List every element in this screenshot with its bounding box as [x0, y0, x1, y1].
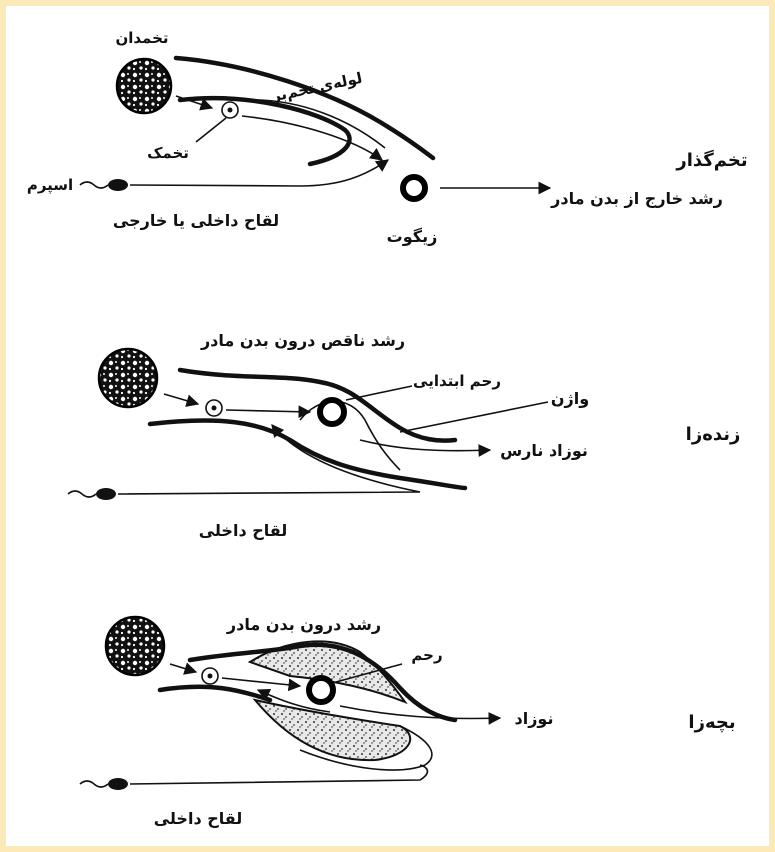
development-label: رشد درون بدن مادر — [226, 615, 381, 634]
offspring-label: نوزاد نارس — [500, 441, 588, 460]
fertilization-label: لقاح داخلی — [199, 521, 288, 540]
ovum-label: تخمک — [147, 144, 189, 162]
panel-oviparous: تخمدان لوله‌ی تخم‌بر تخمک اسپرم لقاح داخ… — [27, 29, 748, 246]
oviduct-upper-wall-icon — [176, 58, 433, 158]
tube-flow-arrow-icon — [222, 678, 300, 686]
uterus-label: رحم — [411, 646, 442, 664]
ovum-arrow-icon — [170, 664, 196, 672]
sperm-path-arrow-icon — [118, 425, 420, 494]
sperm-path-arrow-icon — [130, 160, 388, 186]
sperm-head-icon — [108, 778, 128, 790]
sperm-label: اسپرم — [27, 176, 73, 195]
development-label: رشد خارج از بدن مادر — [550, 189, 723, 208]
ovary-icon — [117, 59, 171, 113]
ovary-label: تخمدان — [115, 29, 168, 47]
oviduct-label: لوله‌ی تخم‌بر — [269, 69, 364, 106]
ovum-nucleus-icon — [212, 406, 217, 411]
tube-lower-wall-icon — [160, 687, 270, 700]
category-ovoviviparous: زنده‌زا — [686, 424, 741, 445]
panel-viviparous: رشد درون بدن مادر رحم نوزاد لقاح داخلی ب… — [80, 615, 736, 828]
ovary-icon — [106, 617, 164, 675]
sperm-tail-icon — [80, 182, 108, 188]
tube-flow-arrow-icon — [226, 410, 310, 412]
oviduct-inner-line-icon — [245, 100, 385, 148]
zygote-icon — [403, 177, 425, 199]
vagina-pointer-line-icon — [400, 402, 548, 432]
ovum-nucleus-icon — [208, 674, 213, 679]
offspring-label: نوزاد — [515, 709, 554, 728]
primitive-uterus-pouch-icon — [300, 401, 400, 470]
category-viviparous: بچه‌زا — [688, 712, 735, 733]
oviduct-lower-wall-icon — [180, 98, 350, 164]
vagina-label: واژن — [551, 389, 589, 408]
tube-flow-arrow-icon — [242, 116, 382, 160]
embryo-icon — [309, 678, 333, 702]
sperm-tail-icon — [68, 491, 96, 497]
sperm-head-icon — [108, 179, 128, 191]
development-label: رشد ناقص درون بدن مادر — [200, 331, 405, 350]
sperm-path-line-icon — [130, 765, 428, 784]
uterus-tissue-lower-icon — [255, 700, 410, 760]
category-oviparous: تخم‌گذار — [675, 149, 747, 171]
fertilization-label: لقاح داخلی — [154, 809, 243, 828]
sperm-head-icon — [96, 488, 116, 500]
ovum-arrow-icon — [164, 394, 198, 404]
panel-ovoviviparous: رشد ناقص درون بدن مادر رحم ابتدایی واژن … — [68, 331, 740, 540]
primitive-uterus-label: رحم ابتدایی — [413, 372, 501, 390]
fertilization-label: لقاح داخلی یا خارجی — [113, 211, 279, 230]
ovum-pointer-line-icon — [196, 118, 226, 142]
ovum-nucleus-icon — [228, 108, 233, 113]
zygote-label: زیگوت — [387, 227, 438, 246]
uterus-pointer-line-icon — [346, 386, 412, 400]
embryo-icon — [320, 400, 344, 424]
sperm-tail-icon — [80, 781, 108, 787]
ovary-icon — [99, 349, 157, 407]
